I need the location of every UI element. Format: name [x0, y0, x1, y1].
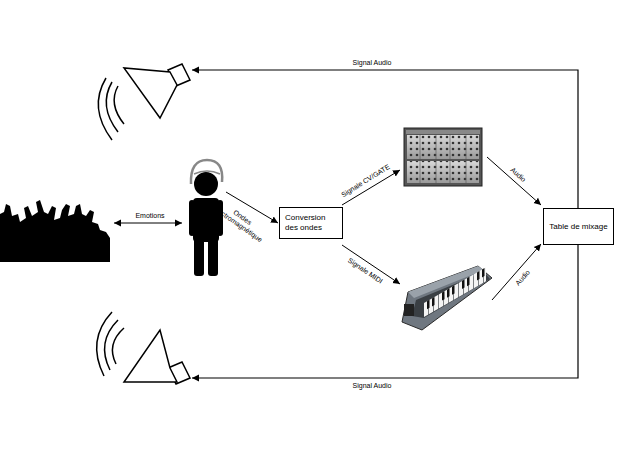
signal-label: Signal Audio [353, 382, 392, 390]
process-box: Conversion des ondes [279, 207, 343, 239]
keyboard-synth [402, 266, 492, 330]
speaker-icon [98, 64, 190, 140]
box-text: Conversion des ondes [285, 213, 337, 233]
audio-wire [192, 245, 578, 378]
signal-label: Audio [509, 166, 528, 184]
speaker-icon [97, 312, 190, 384]
process-box: Table de mixage [543, 208, 614, 245]
crowd-heads [8, 220, 105, 241]
modular-synth [404, 128, 482, 186]
emotion-arrow [114, 223, 182, 224]
box-text: Table de mixage [549, 222, 607, 232]
audio-wire [192, 70, 578, 208]
person-figure [189, 160, 223, 276]
crowd-silhouette [0, 200, 110, 262]
signal-label: Signal Audio [353, 59, 392, 67]
audio-arrow [487, 157, 541, 205]
signal-label: Signale CV/GATE [340, 163, 391, 199]
signal-label: Emotions [135, 212, 164, 220]
audio-arrow [492, 244, 541, 300]
